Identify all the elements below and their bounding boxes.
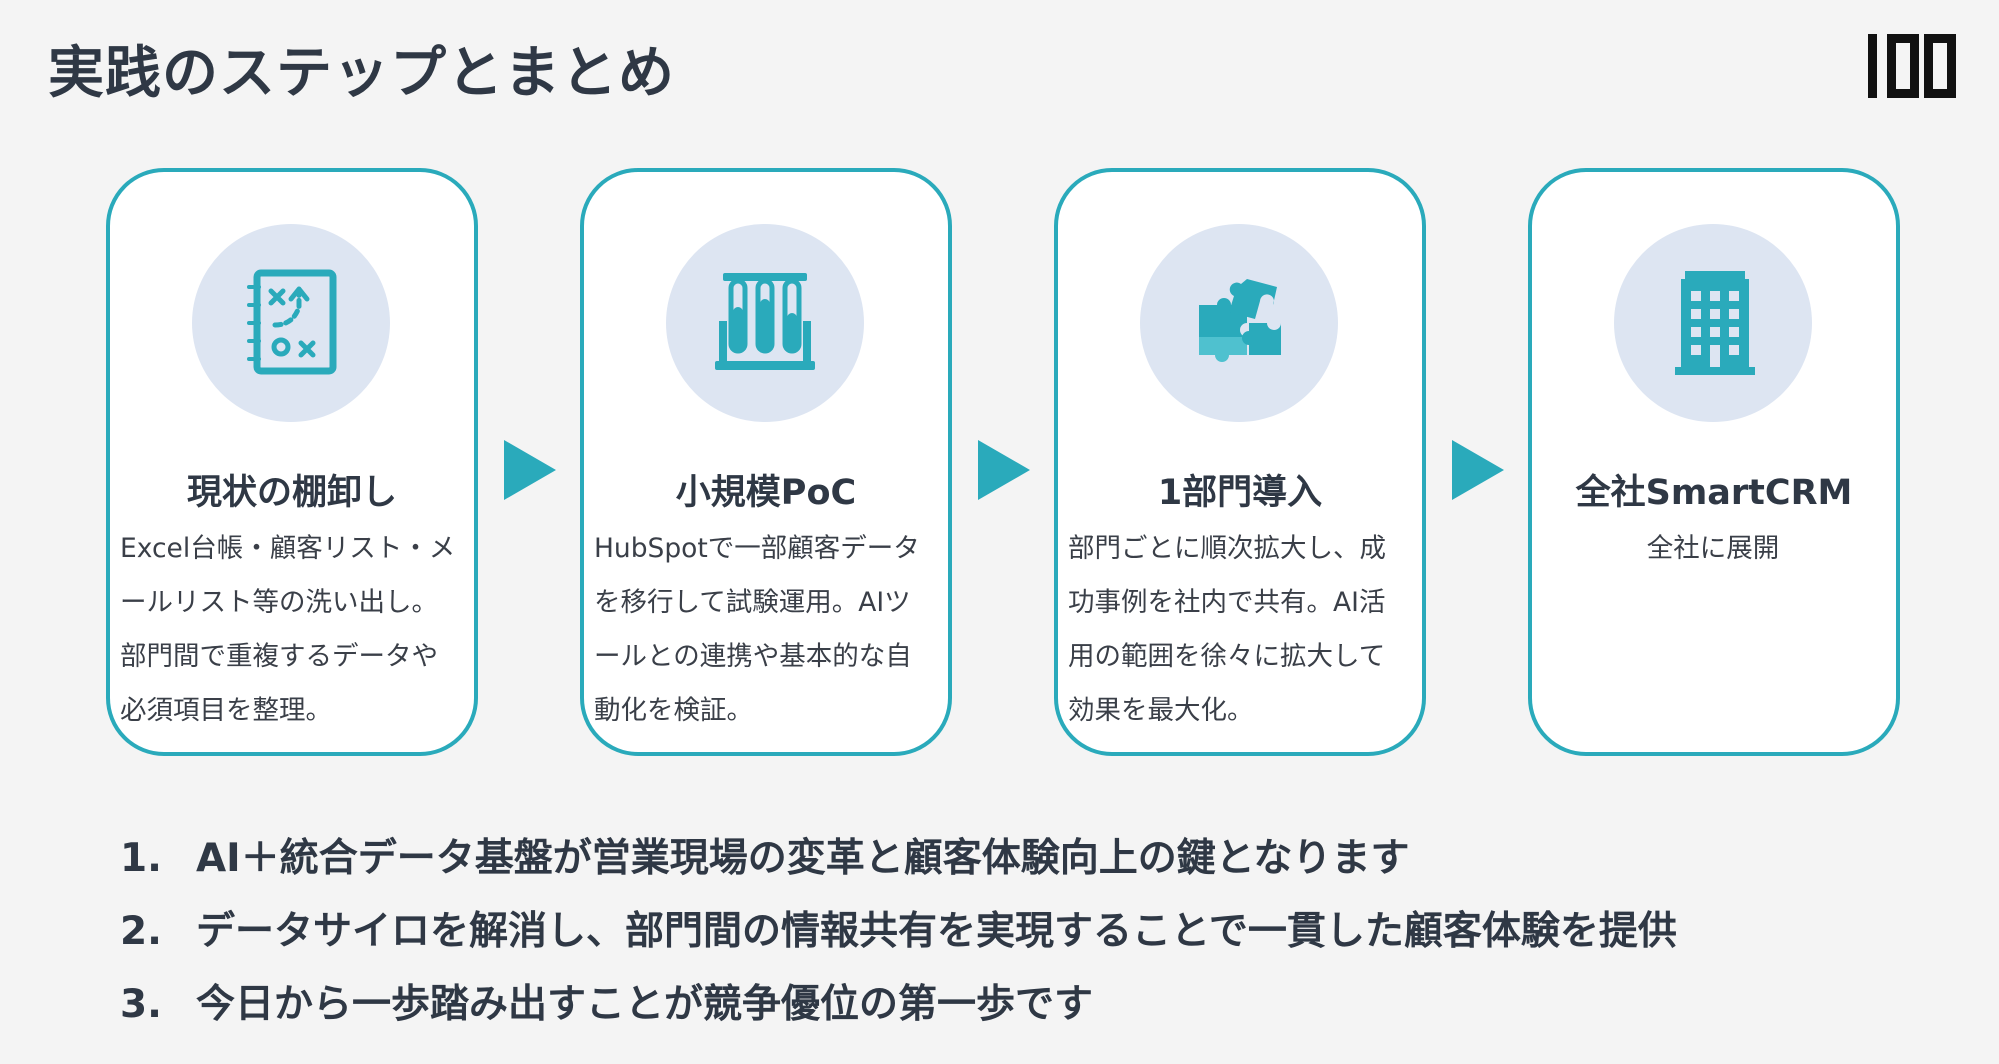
summary-item: 1. AI＋統合データ基盤が営業現場の変革と顧客体験向上の鍵となります [120, 828, 1677, 901]
icon-circle [666, 224, 864, 422]
step-description: Excel台帳・顧客リスト・メールリスト等の洗い出し。部門間で重複するデータや必… [120, 533, 456, 726]
step-description: 全社に展開 [1646, 533, 1780, 564]
page-title: 実践のステップとまとめ [48, 41, 675, 106]
step-title: 現状の棚卸し [186, 473, 397, 513]
step-card-poc: 小規模PoC HubSpotで一部顧客データを移行して試験運用。AIツールとの連… [580, 168, 952, 756]
summary-text: 今日から一歩踏み出すことが競争優位の第一歩です [196, 982, 1094, 1027]
puzzle-icon [1199, 279, 1281, 362]
arrow-right-icon [978, 440, 1030, 500]
summary-text: データサイロを解消し、部門間の情報共有を実現することで一貫した顧客体験を提供 [196, 909, 1677, 954]
summary-item: 2. データサイロを解消し、部門間の情報共有を実現することで一貫した顧客体験を提… [120, 901, 1677, 974]
step-title: 小規模PoC [675, 473, 857, 513]
test-tubes-icon [715, 273, 815, 370]
step-title: 1部門導入 [1157, 473, 1323, 513]
summary-number: 1. [120, 836, 162, 881]
step-card-inventory: 現状の棚卸し Excel台帳・顧客リスト・メールリスト等の洗い出し。部門間で重複… [106, 168, 478, 756]
summary-number: 3. [120, 982, 162, 1027]
icon-circle [1614, 224, 1812, 422]
summary-list: 1. AI＋統合データ基盤が営業現場の変革と顧客体験向上の鍵となります 2. デ… [120, 828, 1677, 1047]
icon-circle [1140, 224, 1338, 422]
step-title: 全社SmartCRM [1575, 473, 1853, 513]
step-card-company-wide: 全社SmartCRM 全社に展開 [1528, 168, 1900, 756]
strategy-board-icon [247, 269, 337, 375]
logo [1868, 34, 1956, 98]
summary-number: 2. [120, 909, 162, 954]
arrow-right-icon [504, 440, 556, 500]
icon-circle [192, 224, 390, 422]
summary-item: 3. 今日から一歩踏み出すことが競争優位の第一歩です [120, 974, 1677, 1047]
step-description: 部門ごとに順次拡大し、成功事例を社内で共有。AI活用の範囲を徐々に拡大して効果を… [1068, 533, 1386, 726]
summary-text: AI＋統合データ基盤が営業現場の変革と顧客体験向上の鍵となります [196, 836, 1410, 881]
arrow-right-icon [1452, 440, 1504, 500]
office-building-icon [1675, 271, 1755, 375]
step-description: HubSpotで一部顧客データを移行して試験運用。AIツールとの連携や基本的な自… [594, 533, 920, 726]
step-card-department: 1部門導入 部門ごとに順次拡大し、成功事例を社内で共有。AI活用の範囲を徐々に拡… [1054, 168, 1426, 756]
